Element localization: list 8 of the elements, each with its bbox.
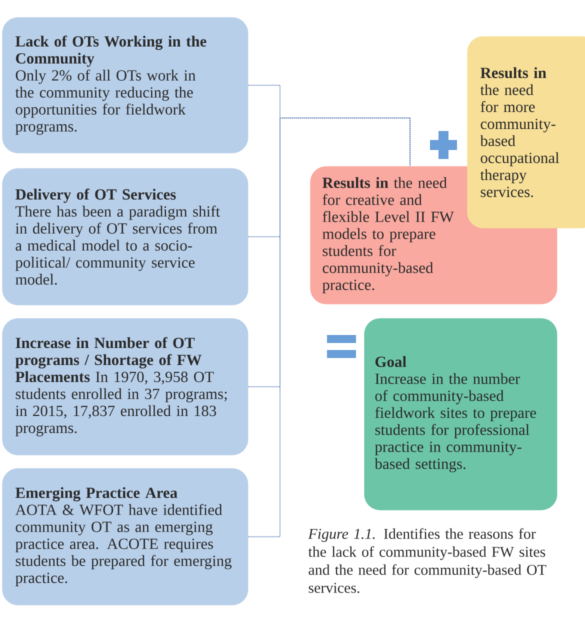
connector-line (248, 118, 410, 538)
figure-caption: Figure 1.1. Identifies the reasons for the lack of community-based FW sites and the need for community-based OT services. (308, 528, 546, 593)
reason-box: Lack of OTs Working in the Community Only 2% of all OTs work in the community reducing the opportunities for fieldwork programs. (2, 17, 248, 154)
reason-box: Delivery of OT Services There has been a paradigm shift in delivery of OT services from a medical model to a socio-political/ community service model. (2, 168, 248, 306)
goal-box: Goal Increase in the number of community-based fieldwork sites to prepare students for professional practice in community-based settings. (364, 318, 558, 510)
reason-box: Emerging Practice Area AOTA & WFOT have identified community OT as an emerging practice area. ACOTE requires students be prepared for emerging practice. (2, 468, 248, 606)
result-box: Results in the need for more community-based occupational therapy services. (467, 36, 585, 228)
reason-box: Increase in Number of OT programs / Shortage of FW Placements In 1970, 3,958 OT students enrolled in 37 programs; in 2015, 17,837 enrolled in 183 programs. (2, 318, 248, 456)
